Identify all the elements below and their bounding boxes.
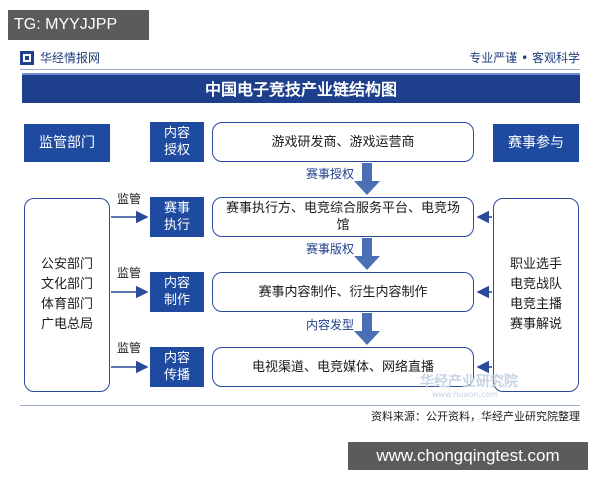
participant-list: 职业选手 电竞战队 电竞主播 赛事解说 (493, 198, 579, 392)
diagram-title: 中国电子竞技产业链结构图 (22, 73, 580, 103)
regulator-item: 文化部门 (40, 277, 93, 292)
participant-item: 赛事解说 (509, 317, 562, 332)
regulator-list: 公安部门 文化部门 体育部门 广电总局 (24, 198, 110, 392)
regulator-header: 监管部门 (24, 124, 110, 162)
participant-item: 电竞战队 (509, 277, 562, 292)
slogan: 专业严谨 • 客观科学 (469, 51, 580, 65)
stage-content-license: 游戏研发商、游戏运营商 (212, 122, 474, 162)
watermark-text: 华经产业研究院 (420, 374, 518, 390)
flow-label-event-copyright: 赛事版权 (305, 242, 354, 256)
supervise-label: 监管 (117, 192, 142, 206)
stage-content-execution: 赛事执行方、电竞综合服务平台、电竞场馆 (212, 197, 474, 237)
stage-tag-execution: 赛事执行 (150, 197, 204, 237)
flow-label-content-release: 内容发型 (305, 318, 354, 332)
stage-tag-distribution: 内容传播 (150, 347, 204, 387)
brand-logo-icon (20, 51, 34, 65)
flow-label-event-license: 赛事授权 (305, 167, 354, 181)
stage-tag-production: 内容制作 (150, 272, 204, 312)
watermark-url: www.huaon.com (432, 390, 499, 399)
supervise-label: 监管 (117, 341, 142, 355)
telegram-tag-overlay: TG: MYYJJPP (8, 10, 149, 40)
site-url-overlay: www.chongqingtest.com (348, 442, 588, 470)
supervise-label: 监管 (117, 266, 142, 280)
down-arrow-1 (354, 163, 380, 195)
down-arrow-2 (354, 238, 380, 270)
brand-name: 华经情报网 (40, 51, 101, 65)
participant-header: 赛事参与 (493, 124, 579, 162)
regulator-item: 体育部门 (40, 297, 93, 312)
source-note: 资料来源：公开资料，华经产业研究院整理 (371, 410, 580, 423)
stage-tag-license: 内容授权 (150, 122, 204, 162)
regulator-item: 公安部门 (40, 257, 93, 272)
footer-divider (20, 405, 580, 406)
participant-item: 职业选手 (509, 257, 562, 272)
down-arrow-3 (354, 313, 380, 345)
stage-content-distribution: 电视渠道、电竞媒体、网络直播 (212, 347, 474, 387)
stage-content-production: 赛事内容制作、衍生内容制作 (212, 272, 474, 312)
header-divider (20, 69, 580, 70)
regulator-item: 广电总局 (40, 317, 93, 332)
participant-item: 电竞主播 (509, 297, 562, 312)
